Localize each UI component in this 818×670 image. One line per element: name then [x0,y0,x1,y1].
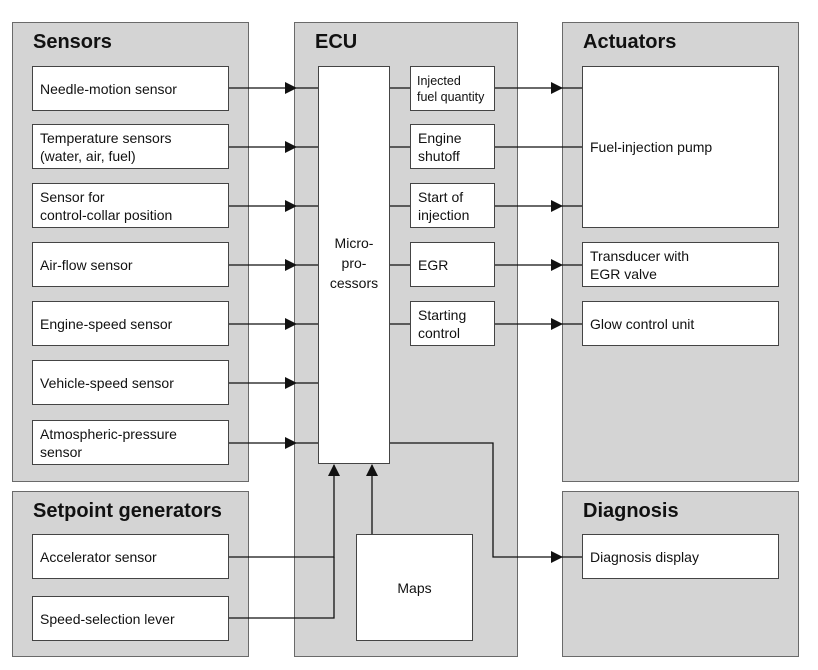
actuators-title: Actuators [583,31,677,53]
injected-fuel-quantity-box: Injected fuel quantity [410,66,495,111]
ecu-title: ECU [315,31,358,53]
sensors-title: Sensors [33,31,112,53]
engine-shutoff-box: Engine shutoff [410,124,495,169]
glow-control-unit: Glow control unit [582,301,779,346]
microprocessors-box: Micro- pro- cessors [318,66,390,464]
accelerator-sensor: Accelerator sensor [32,534,229,579]
setpoint-generators-title: Setpoint generators [33,500,222,522]
engine-speed-sensor: Engine-speed sensor [32,301,229,346]
air-flow-sensor: Air-flow sensor [32,242,229,287]
egr-box: EGR [410,242,495,287]
needle-motion-sensor: Needle-motion sensor [32,66,229,111]
fuel-injection-pump: Fuel-injection pump [582,66,779,228]
temperature-sensors: Temperature sensors (water, air, fuel) [32,124,229,169]
control-collar-position-sensor: Sensor for control-collar position [32,183,229,228]
diagnosis-title: Diagnosis [583,500,679,522]
starting-control-box: Starting control [410,301,495,346]
egr-transducer: Transducer with EGR valve [582,242,779,287]
start-of-injection-box: Start of injection [410,183,495,228]
maps-box: Maps [356,534,473,641]
vehicle-speed-sensor: Vehicle-speed sensor [32,360,229,405]
diagnosis-display: Diagnosis display [582,534,779,579]
speed-selection-lever: Speed-selection lever [32,596,229,641]
atmospheric-pressure-sensor: Atmospheric-pressure sensor [32,420,229,465]
